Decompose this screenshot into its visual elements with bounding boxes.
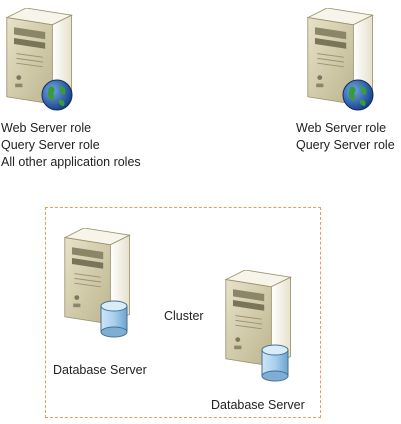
role-label: Web Server role (1, 121, 92, 135)
db-server-2 (221, 270, 296, 385)
globe-icon (342, 79, 374, 111)
database-cylinder-icon (100, 300, 128, 338)
cluster-label: Cluster (164, 309, 204, 323)
app-server-2 (303, 8, 378, 111)
role-label: All other application roles (1, 155, 141, 169)
app-server-1-roles: Web Server role Query Server role All ot… (1, 120, 141, 171)
globe-icon (41, 79, 73, 111)
role-label: Query Server role (1, 138, 100, 152)
app-server-2-roles: Web Server role Query Server role (296, 120, 395, 154)
app-server-1 (2, 8, 77, 111)
cluster-boundary (45, 207, 321, 418)
db-server-2-label: Database Server (211, 398, 305, 412)
role-label: Web Server role (296, 121, 387, 135)
database-cylinder-icon (261, 344, 289, 382)
role-label: Query Server role (296, 138, 395, 152)
db-server-1-label: Database Server (53, 363, 147, 377)
db-server-1 (60, 228, 135, 338)
